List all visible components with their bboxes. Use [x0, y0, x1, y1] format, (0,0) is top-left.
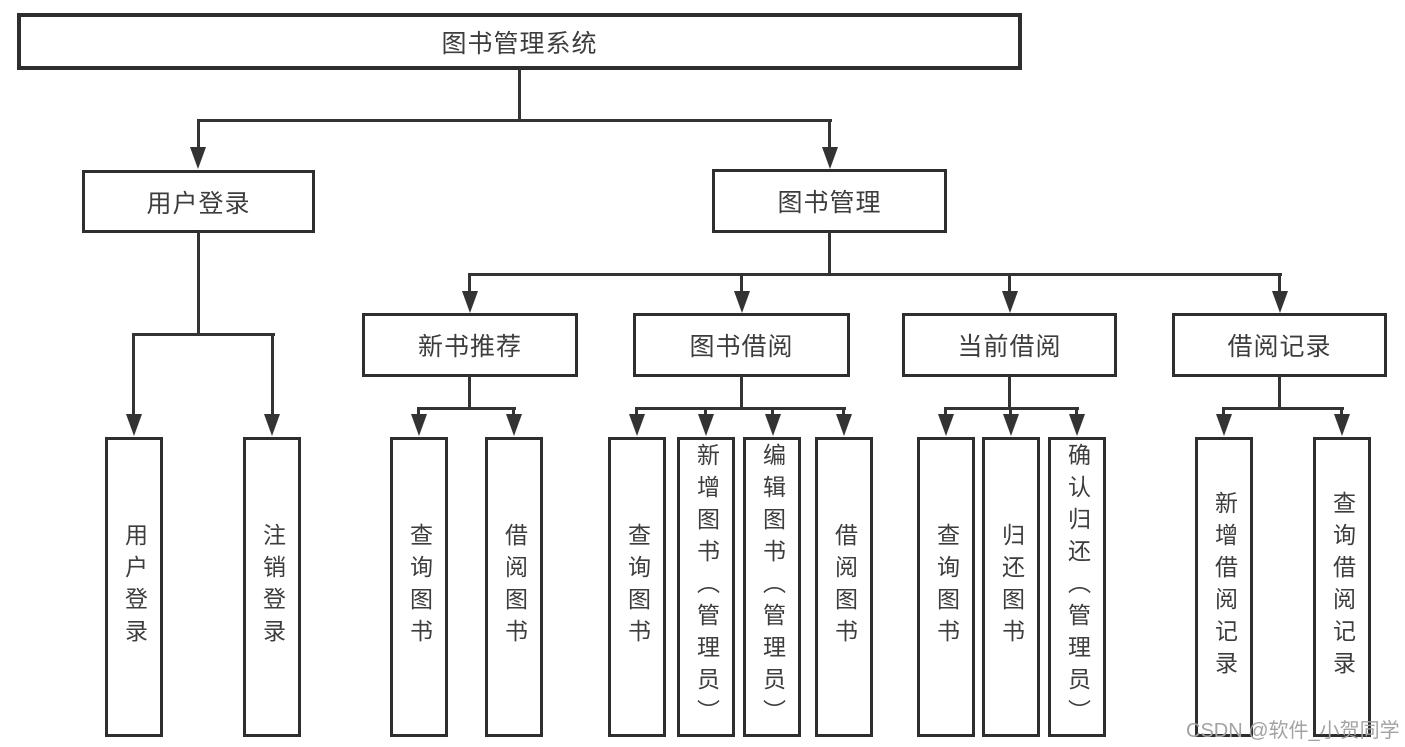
node-label: 注销登录 [259, 523, 286, 651]
connector-line [1009, 407, 1012, 417]
node-label: 图书借阅 [689, 333, 794, 361]
node-new-book-recommendation: 新书推荐 [362, 313, 578, 377]
connector-line [1278, 273, 1281, 293]
node-book-borrowing: 图书借阅 [633, 313, 850, 377]
leaf-search-borrow-record: 查询借阅记录 [1313, 437, 1371, 737]
leaf-borrow-books-recommend: 借阅图书 [485, 437, 543, 737]
connector-line [704, 407, 707, 417]
connector-line [635, 407, 638, 417]
arrow-down-icon [765, 414, 781, 436]
node-label: 查询图书 [406, 523, 433, 651]
connector-line [468, 273, 1282, 276]
leaf-search-books-borrow: 查询图书 [608, 437, 666, 737]
arrow-down-icon [1002, 291, 1018, 313]
connector-line [740, 375, 743, 409]
node-label: 图书管理 [777, 189, 882, 217]
connector-line [132, 333, 135, 415]
leaf-confirm-return-admin: 确认归还（管理员） [1048, 437, 1106, 737]
connector-line [1222, 407, 1225, 417]
node-book-management: 图书管理 [712, 169, 947, 233]
connector-line [828, 119, 831, 149]
connector-line [132, 333, 275, 336]
connector-line [468, 375, 471, 409]
node-label: 确认归还（管理员） [1064, 443, 1091, 731]
connector-line [512, 407, 515, 417]
connector-line [1222, 407, 1344, 410]
arrow-down-icon [938, 414, 954, 436]
node-label: 借阅记录 [1227, 333, 1332, 361]
leaf-edit-books-admin: 编辑图书（管理员） [743, 437, 801, 737]
arrow-down-icon [836, 414, 852, 436]
connector-line [417, 407, 420, 417]
node-label: 新书推荐 [417, 333, 522, 361]
node-borrowing-records: 借阅记录 [1172, 313, 1387, 377]
connector-line [197, 231, 200, 335]
leaf-user-login: 用户登录 [105, 437, 163, 737]
arrow-down-icon [629, 414, 645, 436]
arrow-down-icon [411, 414, 427, 436]
node-label: 编辑图书（管理员） [759, 443, 786, 731]
connector-line [635, 407, 846, 410]
arrow-down-icon [190, 147, 206, 169]
connector-line [1008, 273, 1011, 293]
arrow-down-icon [1216, 414, 1232, 436]
arrow-down-icon [1069, 414, 1085, 436]
connector-line [944, 407, 947, 417]
connector-line [1340, 407, 1343, 417]
connector-line [1278, 375, 1281, 409]
leaf-add-books-admin: 新增图书（管理员） [677, 437, 735, 737]
node-label: 借阅图书 [831, 523, 858, 651]
connector-line [518, 68, 521, 121]
csdn-watermark: CSDN @软件_小贺同学 [1186, 720, 1400, 742]
leaf-return-books: 归还图书 [982, 437, 1040, 737]
node-label: 借阅图书 [501, 523, 528, 651]
arrow-down-icon [822, 147, 838, 169]
connector-line [1075, 407, 1078, 417]
arrow-down-icon [698, 414, 714, 436]
node-label: 用户登录 [121, 523, 148, 651]
node-label: 归还图书 [998, 523, 1025, 651]
connector-line [197, 119, 200, 149]
connector-line [771, 407, 774, 417]
connector-line [740, 273, 743, 293]
arrow-down-icon [734, 291, 750, 313]
node-current-borrowing: 当前借阅 [902, 313, 1117, 377]
node-user-login: 用户登录 [82, 170, 315, 233]
leaf-logout: 注销登录 [243, 437, 301, 737]
connector-line [468, 273, 471, 293]
node-library-management-system: 图书管理系统 [17, 13, 1022, 70]
connector-line [417, 407, 516, 410]
node-label: 查询借阅记录 [1329, 491, 1356, 683]
arrow-down-icon [264, 414, 280, 436]
node-label: 图书管理系统 [441, 29, 598, 58]
arrow-down-icon [1003, 414, 1019, 436]
connector-line [828, 231, 831, 275]
connector-line [842, 407, 845, 417]
connector-line [197, 119, 832, 122]
arrow-down-icon [506, 414, 522, 436]
node-label: 查询图书 [624, 523, 651, 651]
arrow-down-icon [126, 414, 142, 436]
leaf-add-borrow-record: 新增借阅记录 [1195, 437, 1253, 737]
arrow-down-icon [462, 291, 478, 313]
arrow-down-icon [1334, 414, 1350, 436]
leaf-search-books-current: 查询图书 [917, 437, 975, 737]
leaf-search-books-recommend: 查询图书 [390, 437, 448, 737]
node-label: 当前借阅 [957, 333, 1062, 361]
node-label: 查询图书 [933, 523, 960, 651]
connector-line [1008, 375, 1011, 409]
node-label: 新增借阅记录 [1211, 491, 1238, 683]
arrow-down-icon [1272, 291, 1288, 313]
connector-line [271, 333, 274, 415]
leaf-borrow-books: 借阅图书 [815, 437, 873, 737]
node-label: 用户登录 [146, 189, 251, 218]
node-label: 新增图书（管理员） [693, 443, 720, 731]
